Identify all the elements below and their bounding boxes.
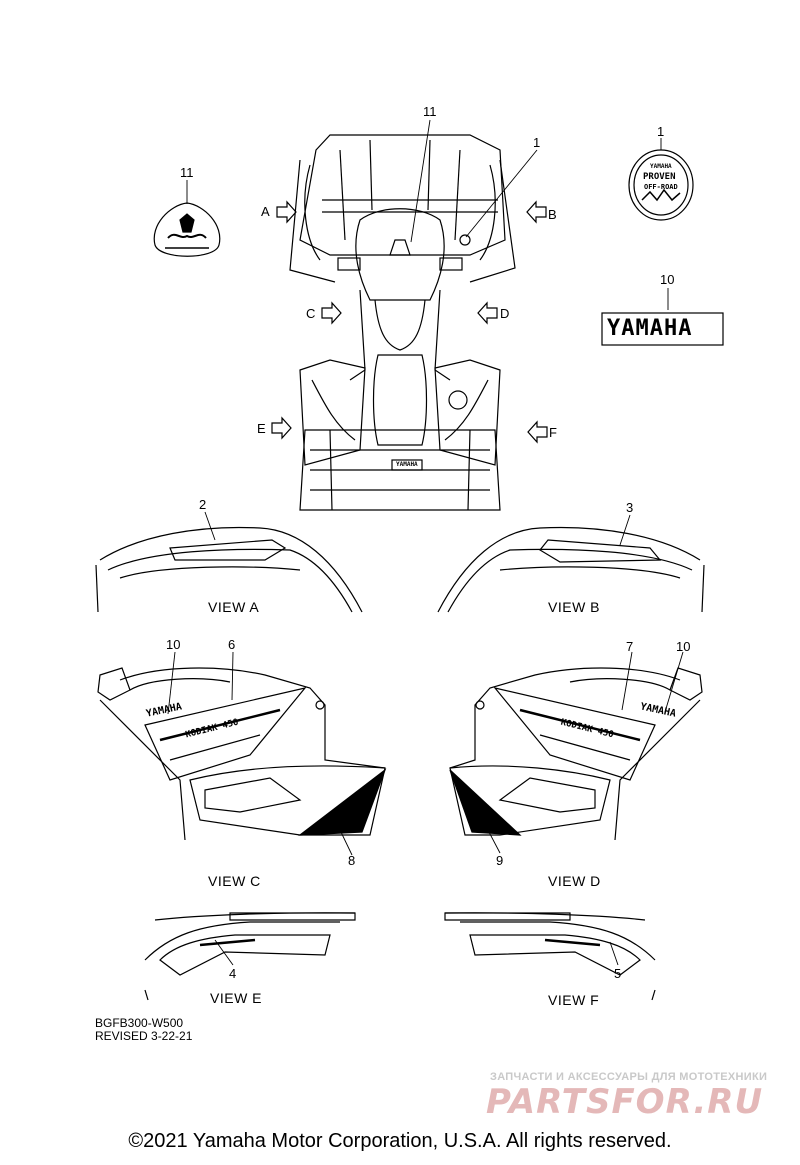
arrow-label-c: C bbox=[306, 306, 316, 321]
yamaha-decal-text: YAMAHA bbox=[607, 316, 693, 341]
arrow-a-icon bbox=[276, 200, 297, 224]
callout-1-right: 1 bbox=[657, 124, 665, 139]
callout-7: 7 bbox=[626, 639, 634, 654]
arrow-label-e: E bbox=[257, 421, 266, 436]
view-c-drawing bbox=[97, 667, 387, 841]
arrow-label-b: B bbox=[548, 207, 557, 222]
arrow-f-icon bbox=[527, 420, 548, 444]
part-code: BGFB300-W500 bbox=[95, 1016, 184, 1030]
callout-6: 6 bbox=[228, 637, 236, 652]
proven-decal-line1: YAMAHA bbox=[650, 163, 672, 170]
revised-date: REVISED 3-22-21 bbox=[95, 1029, 193, 1043]
callout-11-top: 11 bbox=[423, 104, 437, 119]
proven-decal-1 bbox=[628, 149, 694, 221]
atv-top-view bbox=[289, 134, 516, 511]
callout-9: 9 bbox=[496, 853, 504, 868]
view-e-drawing bbox=[144, 912, 356, 1001]
arrow-label-f: F bbox=[549, 425, 557, 440]
callout-11-left: 11 bbox=[180, 165, 194, 180]
callout-10-view-c: 10 bbox=[166, 637, 181, 652]
view-c-caption: VIEW C bbox=[208, 873, 261, 889]
copyright-notice: ©2021 Yamaha Motor Corporation, U.S.A. A… bbox=[128, 1130, 672, 1152]
yamaha-decal-10 bbox=[601, 312, 724, 346]
callout-1-top: 1 bbox=[533, 135, 541, 150]
proven-decal-line3: OFF-ROAD bbox=[644, 183, 678, 191]
callout-10-right: 10 bbox=[660, 272, 675, 287]
view-b-drawing bbox=[437, 526, 705, 613]
callout-3: 3 bbox=[626, 500, 634, 515]
view-b-caption: VIEW B bbox=[548, 599, 601, 615]
view-e-caption: VIEW E bbox=[210, 990, 263, 1006]
view-arrows bbox=[271, 200, 548, 444]
arrow-d-icon bbox=[477, 301, 498, 325]
arrow-label-a: A bbox=[261, 204, 270, 219]
view-f-caption: VIEW F bbox=[548, 992, 600, 1008]
watermark-logo: PARTSFOR.RU bbox=[486, 1082, 764, 1122]
yamaha-rack-text: YAMAHA bbox=[396, 461, 418, 468]
proven-decal-line2: PROVEN bbox=[643, 172, 676, 182]
callout-4: 4 bbox=[229, 966, 237, 981]
arrow-label-d: D bbox=[500, 306, 510, 321]
arrow-c-icon bbox=[321, 301, 342, 325]
view-d-drawing bbox=[449, 667, 703, 841]
callout-10-view-d: 10 bbox=[676, 639, 691, 654]
watermark-tagline: ЗАПЧАСТИ И АКСЕССУАРЫ ДЛЯ МОТОТЕХНИКИ bbox=[490, 1071, 768, 1083]
view-a-caption: VIEW A bbox=[208, 599, 260, 615]
emblem-decal-11 bbox=[153, 202, 221, 257]
arrow-b-icon bbox=[526, 200, 547, 224]
view-a-drawing bbox=[95, 526, 363, 613]
callout-8: 8 bbox=[348, 853, 356, 868]
callout-5: 5 bbox=[614, 966, 622, 981]
arrow-e-icon bbox=[271, 416, 292, 440]
view-f-drawing bbox=[444, 912, 656, 1001]
view-d-caption: VIEW D bbox=[548, 873, 601, 889]
callout-2: 2 bbox=[199, 497, 207, 512]
